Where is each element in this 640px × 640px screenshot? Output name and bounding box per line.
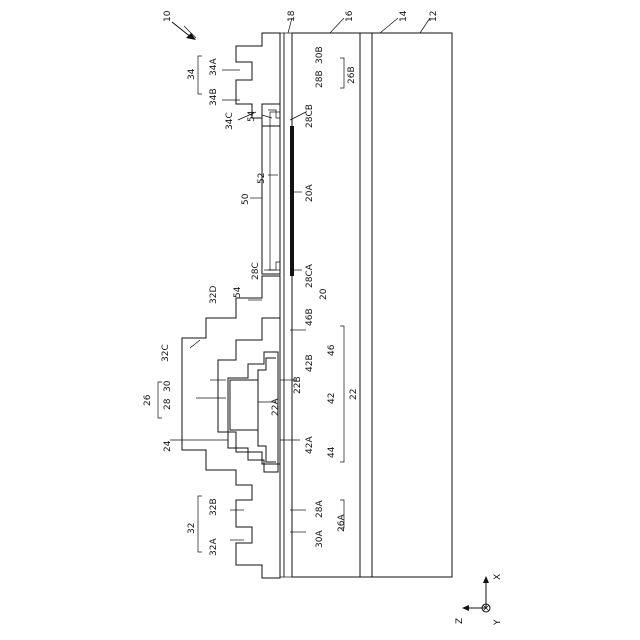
ref-10-arrow bbox=[172, 22, 196, 40]
label-20A: 20A bbox=[305, 184, 315, 202]
label-28B: 28B bbox=[315, 70, 325, 88]
channel-20A bbox=[290, 126, 294, 276]
label-42A: 42A bbox=[305, 436, 315, 454]
label-34B: 34B bbox=[209, 88, 219, 106]
label-50: 50 bbox=[241, 193, 251, 205]
label-28C: 28C bbox=[251, 262, 261, 280]
layer-52 bbox=[270, 112, 280, 270]
label-26: 26 bbox=[143, 394, 153, 406]
label-54a: 54 bbox=[247, 110, 257, 122]
label-34C: 34C bbox=[225, 112, 235, 130]
label-26B: 26B bbox=[347, 66, 357, 84]
label-34A: 34A bbox=[209, 58, 219, 76]
label-44: 44 bbox=[327, 446, 337, 458]
label-28A: 28A bbox=[315, 500, 325, 518]
label-42: 42 bbox=[327, 393, 337, 404]
label-14: 14 bbox=[399, 10, 409, 22]
label-20: 20 bbox=[319, 288, 329, 300]
layer-16 bbox=[292, 33, 360, 577]
label-10: 10 bbox=[163, 10, 173, 22]
label-46: 46 bbox=[327, 344, 337, 356]
labels: 10 18 16 14 12 34 34A 34B 34C 54 52 50 2… bbox=[143, 10, 439, 556]
label-30B: 30B bbox=[315, 46, 325, 64]
axis-z-label: Z bbox=[455, 618, 465, 624]
label-34: 34 bbox=[187, 68, 197, 80]
layer-14 bbox=[360, 33, 372, 577]
electrode-34 bbox=[236, 33, 280, 274]
layer-12-substrate bbox=[372, 33, 452, 577]
label-32D: 32D bbox=[209, 286, 219, 304]
label-54b: 54 bbox=[233, 286, 243, 298]
label-18: 18 bbox=[287, 10, 297, 22]
gate-24 bbox=[230, 380, 258, 430]
label-12: 12 bbox=[429, 11, 439, 22]
label-16: 16 bbox=[345, 10, 355, 22]
label-46B: 46B bbox=[305, 308, 315, 326]
label-24: 24 bbox=[163, 440, 173, 452]
label-26A: 26A bbox=[337, 514, 347, 532]
label-32B: 32B bbox=[209, 498, 219, 516]
label-42B: 42B bbox=[305, 354, 315, 372]
axis-y-label: Y bbox=[493, 619, 503, 626]
axes-indicator: X Y Z bbox=[455, 574, 503, 626]
label-30A: 30A bbox=[315, 530, 325, 548]
label-22B: 22B bbox=[293, 376, 303, 394]
label-32A: 32A bbox=[209, 538, 219, 556]
label-32: 32 bbox=[187, 523, 197, 534]
label-52: 52 bbox=[257, 173, 267, 184]
label-32C: 32C bbox=[161, 344, 171, 362]
label-28CA: 28CA bbox=[305, 263, 315, 288]
axis-x-label: X bbox=[493, 574, 503, 580]
brackets bbox=[158, 56, 344, 552]
label-30: 30 bbox=[163, 380, 173, 392]
label-22A: 22A bbox=[271, 398, 281, 416]
layer-18-dotted bbox=[284, 33, 292, 577]
label-28: 28 bbox=[163, 398, 173, 410]
layer-thin-hatch bbox=[280, 33, 284, 577]
cap-50 bbox=[262, 104, 280, 274]
label-28CB: 28CB bbox=[305, 104, 315, 128]
label-22: 22 bbox=[349, 389, 359, 400]
electrode-32-inner-void bbox=[218, 318, 280, 464]
